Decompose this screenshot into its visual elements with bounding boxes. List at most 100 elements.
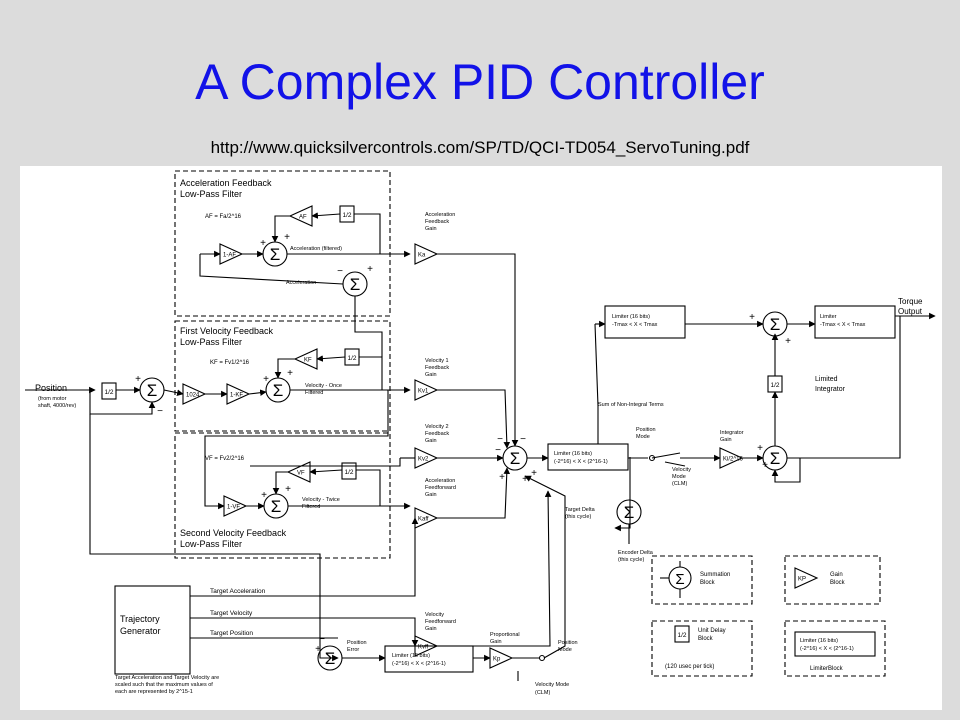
torque-output-label: Output	[898, 307, 923, 316]
acceleration-label: Acceleration	[286, 280, 316, 286]
one-minus-af-gain	[219, 243, 244, 265]
v1-filter-sum	[265, 377, 291, 403]
wire	[354, 296, 383, 357]
kv1-label: Velocity 1	[425, 358, 449, 364]
wire	[437, 490, 552, 647]
wire	[311, 212, 341, 219]
position-error-sum	[317, 645, 343, 671]
kvff-label: Velocity	[425, 612, 444, 618]
velocity-twice-label: Velocity - Twice	[302, 497, 340, 503]
second-velocity-filter-group	[174, 432, 391, 559]
wire	[190, 517, 419, 597]
main-limiter-label: (-2^16) < X < (2^16-1)	[554, 459, 608, 465]
wire	[524, 475, 566, 659]
gain-label: VF	[297, 471, 305, 477]
encoder-delta-label: (this cycle)	[618, 557, 644, 563]
torque-output-label: Torque	[898, 297, 923, 306]
sign-label: +	[315, 644, 321, 655]
legend-delay-frame	[651, 620, 753, 677]
wire	[287, 213, 381, 255]
sigma-symbol: Σ	[350, 275, 361, 294]
main-limiter-label: Limiter (16 bits)	[554, 451, 592, 457]
sigma-symbol: Σ	[273, 381, 284, 400]
proportional-gain-label: Proportional	[490, 632, 520, 638]
sigma-symbol: Σ	[624, 503, 635, 522]
position-mode-label: Position	[636, 427, 656, 433]
wire	[614, 457, 631, 532]
sigma-symbol: Σ	[325, 649, 336, 668]
target-delta-label: (this cycle)	[565, 514, 591, 520]
acceleration-filter-group	[174, 170, 391, 317]
wire	[248, 389, 267, 396]
tmax-limiter	[604, 305, 686, 339]
sign-label: +	[749, 312, 755, 323]
limited-integrator-label: Limited	[815, 376, 838, 383]
legend-delay-label: Unit Delay	[698, 628, 726, 634]
delay-label: 1/2	[104, 389, 113, 396]
output-limiter-label: Limiter	[820, 314, 837, 320]
delta-sum	[616, 499, 642, 525]
acceleration-filter-title: Low-Pass Filter	[180, 189, 242, 199]
wire	[437, 467, 511, 519]
wire	[664, 461, 686, 467]
position-mode-label: Mode	[636, 434, 650, 440]
af-gain	[288, 205, 313, 227]
integrator-gain-label: Gain	[720, 437, 732, 443]
kv1-gain	[414, 379, 439, 401]
legend-gain-label: Gain	[830, 572, 843, 578]
sign-label: −	[337, 266, 343, 277]
kaff-label: Acceleration	[425, 478, 455, 484]
sigma-symbol: Σ	[510, 449, 521, 468]
wire	[204, 390, 389, 510]
acceleration-sum	[342, 271, 368, 297]
sign-label: −	[497, 434, 503, 445]
source-url: http://www.quicksilvercontrols.com/SP/TD…	[210, 138, 750, 157]
gain-label: Ki/2^16	[723, 457, 743, 463]
wire	[787, 316, 901, 459]
gain-label: KP	[798, 577, 806, 583]
sign-label: +	[785, 336, 791, 347]
tmax-limiter-label: -Tmax < X < Tmax	[612, 322, 658, 328]
slide-title: A Complex PID Controller	[195, 54, 765, 110]
acc-filtered-label: Acceleration (filtered)	[290, 246, 342, 252]
legend-limiter-text: Limiter (16 bits)	[800, 638, 838, 644]
first-velocity-filter-title: Low-Pass Filter	[180, 337, 242, 347]
switch-node	[538, 654, 546, 662]
gain-label: Ka	[418, 253, 426, 259]
sigma-symbol: Σ	[675, 571, 684, 588]
position-source-label: (from motor	[38, 396, 67, 402]
delay-label: 1/2	[677, 632, 686, 639]
scaling-note: Target Acceleration and Target Velocity …	[115, 675, 219, 681]
sign-label: +	[499, 472, 505, 483]
kf-formula: KF = Fv1/2^16	[210, 360, 250, 366]
sign-label: +	[285, 484, 291, 495]
kv2-label: Feedback	[425, 431, 449, 437]
wire	[316, 355, 346, 362]
position-error-label: Error	[347, 647, 359, 653]
vf-gain	[286, 461, 311, 483]
wire	[199, 254, 344, 285]
sign-label: +	[135, 374, 141, 385]
sign-label: +	[522, 474, 528, 485]
legend-sum-block	[668, 566, 692, 590]
one-minus-kf-gain	[226, 383, 251, 405]
sigma-symbol: Σ	[770, 449, 781, 468]
one-minus-vf-gain	[223, 495, 248, 517]
gain-1024	[182, 383, 207, 405]
v1-delay	[344, 348, 360, 366]
position-error-label: Position	[347, 640, 367, 646]
delay-label: 1/2	[770, 382, 779, 389]
main-limiter	[547, 443, 629, 471]
trajectory-label: Trajectory	[120, 614, 160, 624]
sigma-symbol: Σ	[147, 381, 158, 400]
second-velocity-filter-title: Second Velocity Feedback	[180, 528, 287, 538]
wire	[290, 356, 383, 391]
acceleration-filter-title: Acceleration Feedback	[180, 178, 272, 188]
main-sum	[502, 445, 528, 471]
wire	[309, 468, 343, 475]
kv1-label: Gain	[425, 372, 437, 378]
legend-limiter-frame	[784, 620, 886, 677]
wire	[274, 358, 295, 379]
wire	[594, 323, 599, 444]
second-velocity-filter-title: Low-Pass Filter	[180, 539, 242, 549]
